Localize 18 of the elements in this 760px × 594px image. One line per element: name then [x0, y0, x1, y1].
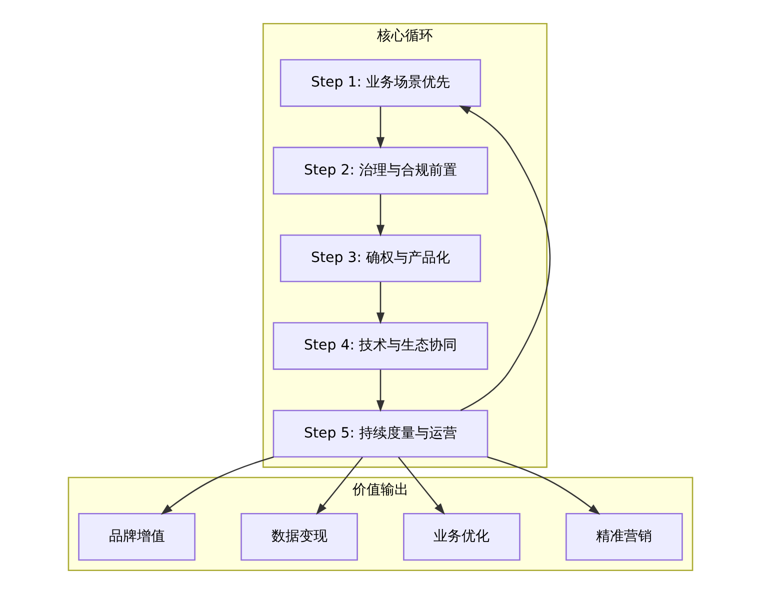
node-box: Step 3: 确权与产品化 — [279, 234, 481, 282]
arrow — [376, 194, 384, 236]
node-box: Step 1: 业务场景优先 — [279, 59, 481, 107]
node-box: Step 4: 技术与生态协同 — [272, 322, 488, 370]
arrow — [376, 282, 384, 324]
arrow — [398, 456, 444, 515]
arrow — [486, 456, 600, 515]
node-box: 业务优化 — [402, 512, 520, 561]
arrow — [458, 105, 550, 411]
node-box: 数据变现 — [240, 512, 358, 561]
node-box: Step 2: 治理与合规前置 — [272, 146, 488, 194]
arrow — [160, 456, 274, 515]
arrow — [376, 370, 384, 412]
node-box: Step 5: 持续度量与运营 — [272, 410, 488, 458]
arrow — [376, 106, 384, 149]
node-box: 品牌增值 — [78, 512, 195, 561]
arrow — [316, 456, 362, 515]
node-box: 精准营销 — [565, 512, 682, 561]
